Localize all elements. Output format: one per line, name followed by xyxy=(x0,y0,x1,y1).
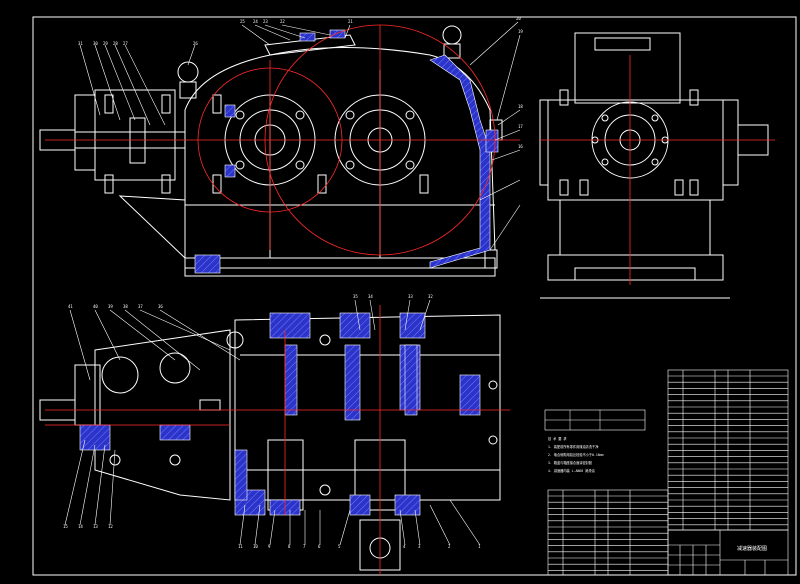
callout-number: 16 xyxy=(518,144,523,149)
callout-number: 14 xyxy=(78,524,83,529)
callout-number: 10 xyxy=(253,544,258,549)
callout-number: 33 xyxy=(408,294,413,299)
front-view-centerlines xyxy=(45,24,520,256)
front-leader-lines xyxy=(79,21,521,251)
callout-number: 4 xyxy=(403,544,406,549)
side-view xyxy=(539,32,769,299)
callout-number: 32 xyxy=(428,294,433,299)
callout-number: 13 xyxy=(93,524,98,529)
title-block xyxy=(667,529,789,576)
callout-number: 38 xyxy=(123,304,128,309)
sheet-border xyxy=(32,16,797,576)
title-block-title: 减速器装配图 xyxy=(737,545,767,552)
callout-number: 19 xyxy=(518,29,523,34)
callout-number: 7 xyxy=(303,544,306,549)
plan-view-centerlines xyxy=(45,305,510,575)
callout-number: 29 xyxy=(103,41,108,46)
callout-number: 30 xyxy=(93,41,98,46)
callout-number: 17 xyxy=(518,124,523,129)
callout-number: 23 xyxy=(263,19,268,24)
front-callout-numbers: 31 30 29 28 27 26 25 24 23 22 21 20 19 18 17 16 xyxy=(78,16,523,149)
callout-number: 24 xyxy=(253,19,258,24)
callout-number: 21 xyxy=(348,19,353,24)
notes-line: 技 术 要 求 xyxy=(548,436,567,441)
callout-number: 18 xyxy=(518,104,523,109)
callout-number: 15 xyxy=(63,524,68,529)
callout-number: 5 xyxy=(338,544,341,549)
callout-number: 36 xyxy=(158,304,163,309)
front-view xyxy=(39,25,503,277)
front-bolt-holes xyxy=(235,110,415,170)
notes-line: 4. 减速器内装 L-AN68 润滑油 xyxy=(548,468,595,473)
callout-number: 26 xyxy=(193,41,198,46)
notes-line: 2. 啮合侧隙用铅丝检验不小于0.16mm xyxy=(548,452,604,457)
notes-line: 1. 装配前所有零件用煤油清洗干净 xyxy=(548,444,599,449)
callout-number: 40 xyxy=(93,304,98,309)
callout-number: 6 xyxy=(318,544,321,549)
callout-number: 28 xyxy=(113,41,118,46)
callout-number: 37 xyxy=(138,304,143,309)
callout-number: 12 xyxy=(108,524,113,529)
callout-number: 9 xyxy=(268,544,271,549)
callout-number: 22 xyxy=(280,19,285,24)
callout-number: 1 xyxy=(478,544,481,549)
callout-number: 20 xyxy=(516,16,521,21)
callout-number: 34 xyxy=(368,294,373,299)
callout-number: 3 xyxy=(418,544,421,549)
side-view-centerlines xyxy=(540,55,775,285)
callout-number: 41 xyxy=(68,304,73,309)
callout-number: 39 xyxy=(108,304,113,309)
parts-list-table xyxy=(547,369,789,576)
callout-number: 2 xyxy=(448,544,451,549)
callout-number: 31 xyxy=(78,41,83,46)
callout-number: 11 xyxy=(238,544,243,549)
plan-leader-lines xyxy=(64,299,481,546)
callout-number: 8 xyxy=(288,544,291,549)
technical-notes-block: 技 术 要 求 1. 装配前所有零件用煤油清洗干净 2. 啮合侧隙用铅丝检验不小… xyxy=(544,409,646,473)
notes-line: 3. 箱盖与箱座接合面涂密封胶 xyxy=(548,460,593,465)
callout-number: 35 xyxy=(353,294,358,299)
front-view-hatching xyxy=(194,29,499,274)
callout-number: 27 xyxy=(123,41,128,46)
callout-number: 25 xyxy=(240,19,245,24)
